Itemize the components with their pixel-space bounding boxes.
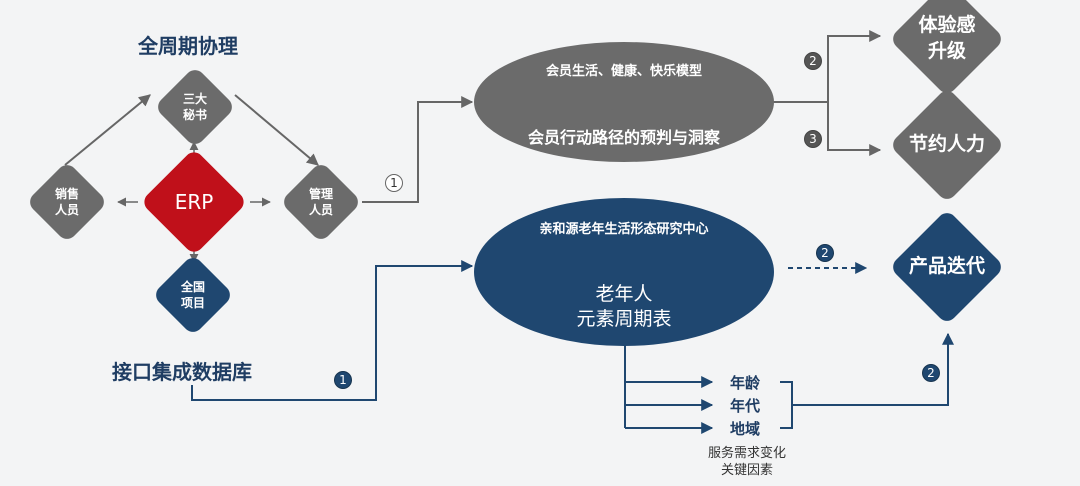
bottom-ellipse-line2: 老年人 元素周期表 xyxy=(576,283,672,330)
line-manager-to-top-ellipse xyxy=(362,96,474,203)
bottom-ellipse xyxy=(474,198,774,346)
erp-label: ERP xyxy=(174,189,214,214)
factors-note: 服务需求变化 关键因素 xyxy=(707,446,786,478)
top-ellipse-line2: 会员行动路径的预判与洞察 xyxy=(527,128,720,147)
badge-2-mid: 2 xyxy=(816,244,834,262)
sales-label: 销售 人员 xyxy=(54,186,79,217)
left-title: 全周期协理 xyxy=(138,34,238,58)
line-sales-to-secretary xyxy=(64,94,151,166)
factor-age: 年龄 xyxy=(730,374,761,392)
factor-region: 地域 xyxy=(730,420,761,438)
save-labor-label: 节约人力 xyxy=(908,133,985,156)
iteration-label: 产品迭代 xyxy=(908,255,985,278)
secretary-label: 三大 秘书 xyxy=(182,91,207,122)
line-factors-to-iteration xyxy=(792,332,954,406)
badge-3: 3 xyxy=(804,130,822,148)
top-ellipse-line1: 会员生活、健康、快乐模型 xyxy=(545,64,702,79)
experience-label: 体验感 升级 xyxy=(918,14,976,62)
factor-bracket xyxy=(780,381,793,429)
badge-1-top: 1 xyxy=(385,174,403,192)
badge-1-bottom: 1 xyxy=(334,371,352,389)
line-to-experience xyxy=(827,30,882,102)
line-to-save-labor xyxy=(827,102,882,156)
top-ellipse xyxy=(474,42,774,162)
badge-2-top: 2 xyxy=(804,52,822,70)
badge-2-right: 2 xyxy=(922,364,940,382)
manager-label: 管理 人员 xyxy=(308,186,333,217)
line-secretary-to-manager xyxy=(234,94,319,166)
factor-era: 年代 xyxy=(730,397,761,415)
interface-label: 接口集成数据库 xyxy=(112,360,252,384)
line-interface-to-bottom-ellipse xyxy=(191,260,474,401)
bottom-ellipse-line1: 亲和源老年生活形态研究中心 xyxy=(539,222,709,237)
national-label: 全国 项目 xyxy=(180,279,205,310)
